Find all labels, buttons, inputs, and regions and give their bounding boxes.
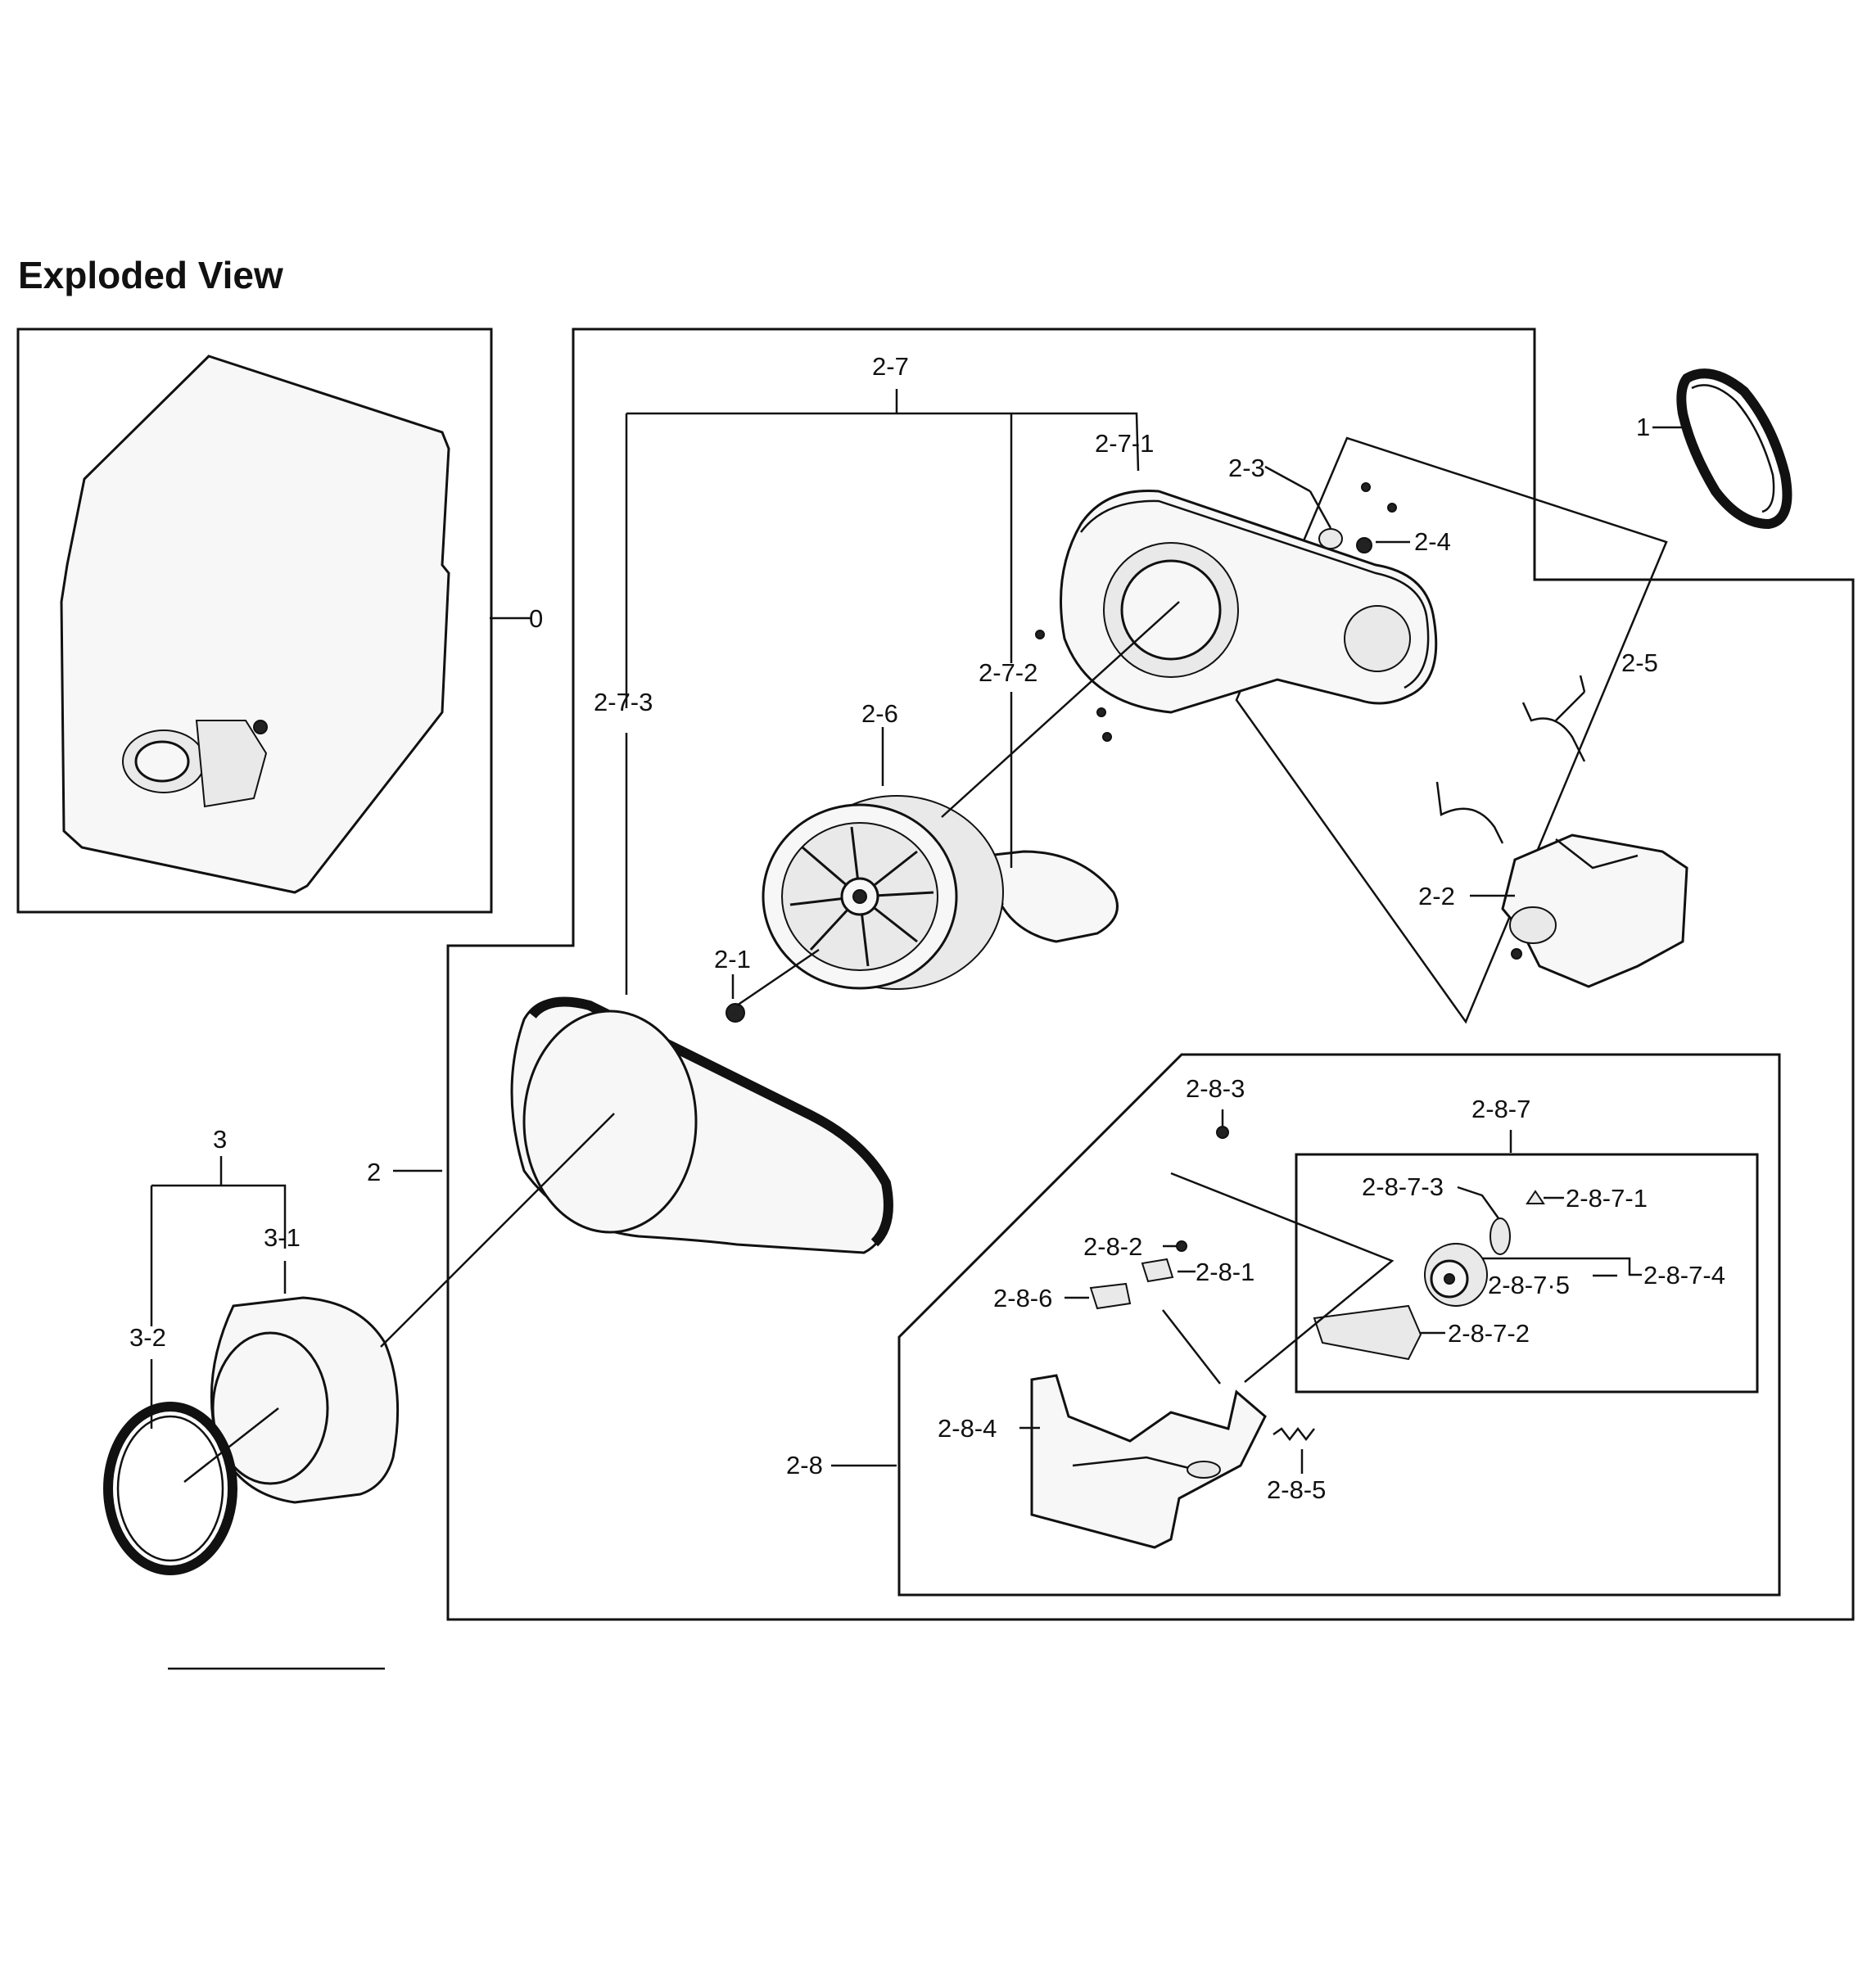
motor-clip-part-2-5 — [1435, 702, 1586, 844]
label-2: 2 — [367, 1158, 381, 1186]
diagram-title: Exploded View — [18, 254, 283, 296]
label-2-8-4: 2-8-4 — [938, 1414, 997, 1443]
frame-overview — [16, 328, 493, 914]
dryer-cabinet-part-0 — [60, 355, 450, 894]
frame-assembly-2 — [446, 328, 1855, 1621]
clip-part-2-8-1 — [1141, 1258, 1174, 1283]
label-2-7-2: 2-7-2 — [979, 658, 1037, 687]
label-2-6: 2-6 — [861, 699, 898, 728]
label-2-8-7: 2-8-7 — [1471, 1095, 1530, 1123]
label-2-7: 2-7 — [872, 352, 909, 381]
frame-assembly-2-8 — [897, 1053, 1781, 1597]
label-2-8-1: 2-8-1 — [1196, 1258, 1254, 1286]
leader-lines — [150, 389, 1691, 1483]
screw-part-2-8-2 — [1176, 1240, 1187, 1252]
label-2-7-1: 2-7-1 — [1095, 429, 1154, 458]
label-2-4: 2-4 — [1414, 527, 1451, 556]
small-parts-2-8 — [1089, 1126, 1315, 1442]
gasket-part-3-2 — [103, 1402, 237, 1575]
blower-housing-cover-part-2-7-1 — [1035, 490, 1438, 742]
label-2-8-7-5: 2-8-7·5 — [1488, 1271, 1570, 1299]
label-2-2: 2-2 — [1418, 882, 1455, 910]
label-1: 1 — [1636, 413, 1650, 441]
nut-part-2-1 — [726, 1003, 745, 1023]
label-3-1: 3-1 — [264, 1223, 301, 1252]
spring-part-2-8-5 — [1273, 1426, 1315, 1442]
label-0: 0 — [529, 604, 543, 633]
label-2-3: 2-3 — [1228, 454, 1265, 482]
label-3: 3 — [213, 1125, 227, 1154]
idler-pulley-assembly-2-8-7 — [1313, 1190, 1545, 1361]
label-2-8-7-4: 2-8-7-4 — [1643, 1261, 1725, 1290]
bracket-part-2-8-4 — [1030, 1374, 1267, 1549]
motor-part-2-2 — [1501, 833, 1688, 988]
screw-part-2-8-3 — [1216, 1126, 1229, 1139]
shaft-part-2-8-7-3 — [1489, 1217, 1511, 1255]
frame-motor-group — [1235, 436, 1668, 1024]
label-2-8: 2-8 — [786, 1451, 823, 1479]
front-duct-part-3-1 — [210, 1296, 400, 1504]
frame-assembly-2-8-7 — [1295, 1153, 1759, 1394]
label-2-8-5: 2-8-5 — [1267, 1475, 1326, 1504]
label-2-8-7-2: 2-8-7-2 — [1448, 1319, 1530, 1348]
label-2-8-7-1: 2-8-7-1 — [1566, 1184, 1648, 1213]
arm-part-2-8-7-2 — [1313, 1304, 1422, 1361]
belt-part-1 — [1676, 368, 1792, 530]
label-2-7-3: 2-7-3 — [594, 688, 653, 716]
fan-wheel-part-2-6 — [762, 795, 1004, 990]
idler-part-2-3 — [1318, 482, 1397, 549]
clip-part-2-8-6 — [1089, 1282, 1132, 1310]
label-2-8-3: 2-8-3 — [1186, 1074, 1245, 1103]
damper-part-2-7-2 — [985, 850, 1119, 943]
label-3-2: 3-2 — [129, 1323, 166, 1352]
label-2-8-7-3: 2-8-7-3 — [1362, 1172, 1444, 1201]
washer-part-2-8-7-1 — [1526, 1190, 1545, 1204]
label-2-1: 2-1 — [714, 945, 751, 973]
callout-labels: 0 1 2 2-1 2-2 2-3 2-4 2-5 2-6 2-7 2-7-1 … — [129, 352, 1725, 1504]
blower-housing-rear-part-2-7-3 — [510, 996, 893, 1254]
screw-part-2-4 — [1356, 537, 1372, 553]
label-2-8-2: 2-8-2 — [1083, 1232, 1142, 1261]
frames — [16, 328, 1855, 1621]
label-2-8-6: 2-8-6 — [993, 1284, 1052, 1312]
label-2-5: 2-5 — [1621, 648, 1658, 677]
